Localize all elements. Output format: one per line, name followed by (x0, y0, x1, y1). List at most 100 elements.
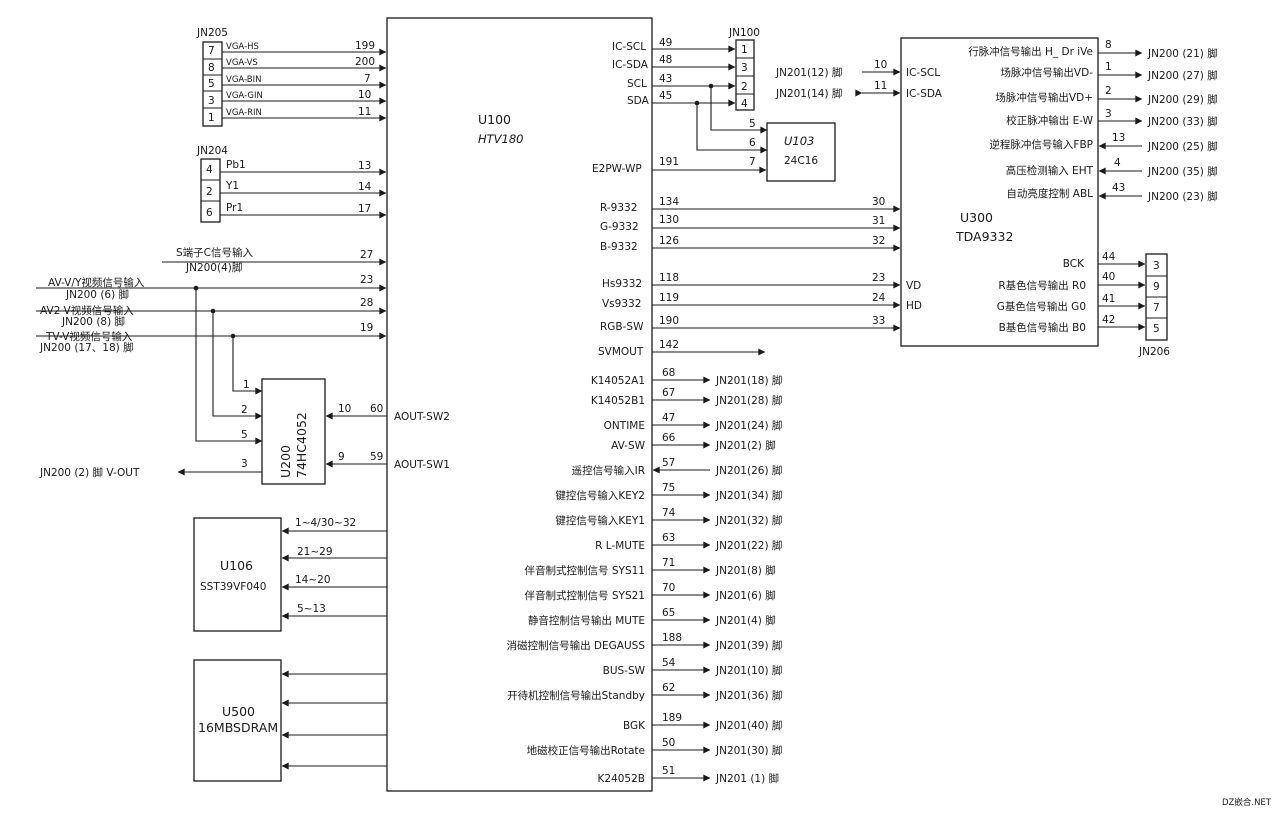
aout-label: AOUT-SW1 (394, 459, 450, 471)
control-signal-label: 键控信号输入KEY2 (555, 489, 645, 502)
u300-pin-number: 1 (1105, 61, 1112, 73)
jn201-dest: JN201(22) 脚 (715, 539, 782, 552)
jn204-pin: 4 (206, 164, 213, 176)
u100-pin-number: 126 (659, 235, 679, 247)
u100-pin-number: 188 (662, 632, 682, 644)
u200-chip: U200 74HC4052 1 2 5 3 JN200 (2) 脚 V-OUT … (39, 378, 450, 485)
u100-right-label: IC-SDA (612, 59, 649, 71)
u100-pin-number: 54 (662, 657, 676, 669)
jn201-dest: JN201(4) 脚 (715, 614, 776, 627)
control-signal-label: 静音控制信号输出 MUTE (528, 614, 645, 627)
input-label: AV-V/Y视频信号输入 (48, 276, 145, 289)
u300-pin-number: 30 (872, 196, 885, 208)
u300-pin-number: 31 (872, 215, 885, 227)
aout-label: AOUT-SW2 (394, 411, 450, 423)
u300-right-label: 行脉冲信号输出 H_ Dr iVe (968, 45, 1093, 58)
u100-right-label: RGB-SW (600, 321, 644, 333)
jn200-dest: JN200 (23) 脚 (1147, 190, 1218, 203)
input-sub: JN200 (8) 脚 (61, 315, 125, 328)
u300-pin-number: 4 (1114, 157, 1121, 169)
jn100-ref: JN100 (728, 27, 760, 39)
jn200-dest: JN200 (33) 脚 (1147, 115, 1218, 128)
u300-pin-number: 3 (1105, 108, 1112, 120)
u100-pin-number: 199 (355, 40, 375, 52)
u103-chip: U103 24C16 5 6 7 E2PW-WP 191 (592, 118, 836, 182)
jn201-dest: JN201(36) 脚 (715, 689, 782, 702)
jn204-ref: JN204 (196, 145, 228, 157)
u100-pin-number: 66 (662, 432, 676, 444)
jn201-dest: JN201(30) 脚 (715, 744, 782, 757)
u100-right-label: IC-SCL (612, 41, 646, 53)
jn200-dest: JN200 (35) 脚 (1147, 165, 1218, 178)
u300-right-label: 校正脉冲输出 E-W (1006, 114, 1093, 127)
jn200-dest: JN200 (21) 脚 (1147, 47, 1218, 60)
control-signal-label: 开待机控制信号输出Standby (507, 689, 645, 702)
u300-part: TDA9332 (955, 229, 1013, 244)
control-signal-label: BUS-SW (603, 665, 646, 677)
control-signal-label: 伴音制式控制信号 SYS21 (525, 589, 645, 602)
u100-pin-number: 62 (662, 682, 675, 694)
jn204-pin: 2 (206, 186, 213, 198)
u100-right-label: B-9332 (600, 241, 638, 253)
jn205-pin: 1 (208, 112, 215, 124)
u100-pin-number: 130 (659, 214, 679, 226)
jn200-dest: JN200 (27) 脚 (1147, 69, 1218, 82)
u106-ref: U106 (220, 558, 253, 573)
control-signal-label: 伴音制式控制信号 SYS11 (525, 564, 645, 577)
jn206-pin: 7 (1153, 302, 1160, 314)
jn206-pin: 5 (1153, 323, 1160, 335)
u100-pin-number: 57 (662, 457, 675, 469)
v-out-label: JN200 (2) 脚 V-OUT (39, 466, 140, 479)
u100-pin-number: 51 (662, 765, 675, 777)
u100-pin-number: 134 (659, 196, 679, 208)
u100-pin-number: 48 (659, 54, 672, 66)
jn205-pin: 8 (208, 62, 215, 74)
u200-pin: 10 (338, 403, 351, 415)
u100-right-label: Vs9332 (602, 298, 641, 310)
e2pw-label: E2PW-WP (592, 163, 642, 175)
jn205-ref: JN205 (196, 27, 228, 39)
jn205-signal: VGA-GIN (226, 91, 263, 101)
u100-chip: U100 HTV180 (386, 17, 653, 792)
jn201-dest: JN201(40) 脚 (715, 719, 782, 732)
u300-pin-number: 40 (1102, 271, 1115, 283)
u300-left-label: IC-SCL (906, 67, 940, 79)
u300-pin-number: 44 (1102, 251, 1116, 263)
u100-pin-number: 74 (662, 507, 676, 519)
u100-pin-number: 23 (360, 274, 373, 286)
u100-pin-number: 27 (360, 249, 373, 261)
jn201-dest: JN201(24) 脚 (715, 419, 782, 432)
u100-part: HTV180 (478, 132, 524, 146)
jn205-pin: 5 (208, 78, 215, 90)
u300-left-label: IC-SDA (906, 88, 943, 100)
watermark: DZ嵌合.NET (1222, 797, 1272, 808)
jn205-signal: VGA-VS (226, 58, 258, 68)
u100-pin-number: 10 (358, 89, 371, 101)
input-label: S端子C信号输入 (176, 246, 253, 259)
u100-ref: U100 (478, 112, 511, 127)
control-signal-label: K24052B (598, 773, 646, 785)
u300-pin-number: 33 (872, 315, 885, 327)
u100-pin-number: 7 (364, 73, 371, 85)
u300-left-dest: JN201(12) 脚 (775, 66, 842, 79)
jn201-dest: JN201(2) 脚 (715, 439, 776, 452)
u300-right-label: 场脉冲信号输出VD+ (995, 91, 1093, 104)
u100-pin-number: 119 (659, 292, 679, 304)
control-signal-label: 遥控信号输入IR (572, 464, 645, 477)
u500-chip: U500 16MBSDRAM (193, 659, 387, 782)
u100-right-label: Hs9332 (602, 278, 642, 290)
jn206-label: R基色信号输出 R0 (998, 279, 1086, 292)
u100-pin-number: 14 (358, 181, 372, 193)
bus-range: 5~13 (297, 603, 326, 615)
u100-pin-number: 43 (659, 73, 672, 85)
u106-chip: U106 SST39VF040 1~4/30~32 21~29 14~20 5~… (193, 517, 387, 632)
u300-pin-number: 41 (1102, 293, 1115, 305)
jn200-dest: JN200 (25) 脚 (1147, 140, 1218, 153)
u200-pin: 2 (241, 404, 248, 416)
u100-right-label: SCL (627, 78, 647, 90)
u100-pin-number: 11 (358, 106, 371, 118)
u100-pin-number: 59 (370, 451, 383, 463)
u100-to-u300: R-9332 134 30 G-9332 130 31 B-9332 126 3… (598, 196, 922, 358)
jn201-dest: JN201(6) 脚 (715, 589, 776, 602)
u200-pin: 1 (243, 379, 250, 391)
